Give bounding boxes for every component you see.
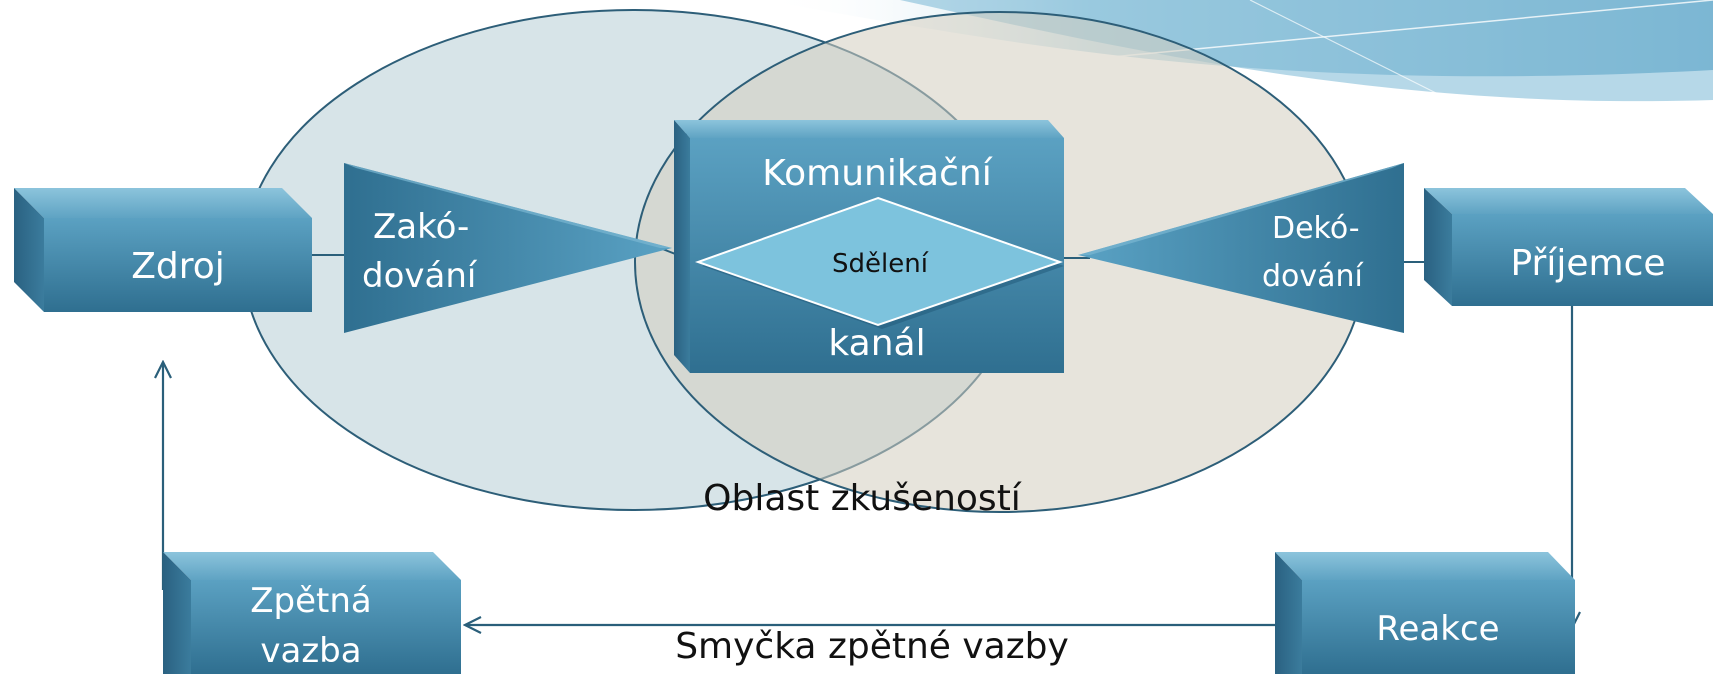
channel-label-bottom: kanál [828, 323, 925, 364]
reaction-box: Reakce [1275, 552, 1575, 674]
message-diamond: Sdělení [694, 196, 1064, 329]
receiver-box: Příjemce [1424, 188, 1713, 306]
channel-box: Komunikační kanál [674, 120, 1064, 373]
reaction-label: Reakce [1376, 609, 1499, 649]
decoding-triangle: Dekó- dování [1078, 163, 1404, 333]
feedback-label-line2: vazba [260, 631, 361, 671]
encoding-label-line2: dování [362, 256, 478, 296]
decoding-label-line1: Dekó- [1272, 211, 1360, 246]
message-label: Sdělení [832, 249, 929, 279]
feedback-loop-label: Smyčka zpětné vazby [675, 626, 1069, 667]
feedback-box: Zpětná vazba [163, 552, 461, 674]
channel-label-top: Komunikační [762, 153, 992, 194]
feedback-label-line1: Zpětná [250, 581, 372, 621]
source-box: Zdroj [14, 188, 312, 312]
receiver-label: Příjemce [1510, 243, 1665, 284]
experience-area-label: Oblast zkušeností [703, 478, 1022, 519]
encoding-triangle: Zakó- dování [344, 163, 672, 333]
encoding-label-line1: Zakó- [373, 207, 469, 247]
source-label: Zdroj [131, 246, 225, 287]
decoding-label-line2: dování [1262, 259, 1365, 294]
